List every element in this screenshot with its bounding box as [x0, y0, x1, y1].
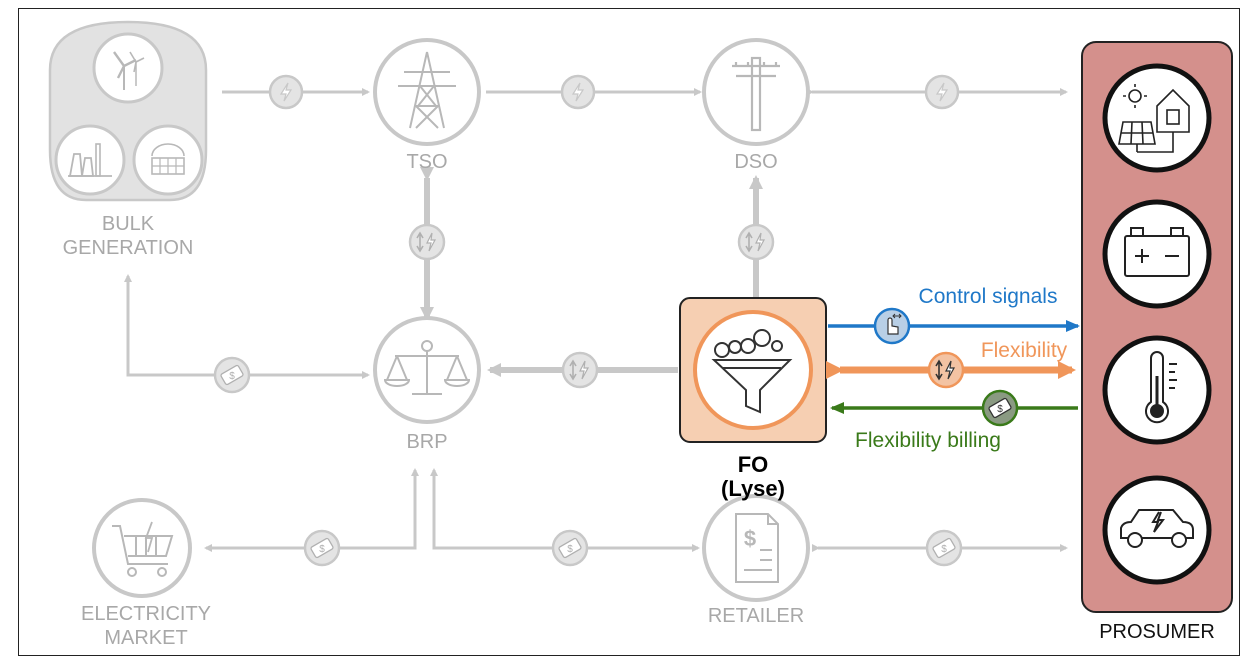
- brp-node: BRP: [373, 316, 481, 453]
- tso-label: TSO: [406, 151, 447, 173]
- balance-scale-icon: [383, 340, 471, 395]
- brp-label: BRP: [406, 431, 447, 453]
- solar-panel-icon: [132, 124, 204, 196]
- solar-house-icon: [1102, 63, 1212, 173]
- funnel-icon: [711, 329, 793, 414]
- flexibility-flow: Flexibility: [826, 339, 1076, 389]
- electricity-market-label-line1: ELECTRICITY: [81, 603, 211, 625]
- svg-text:$: $: [941, 544, 947, 555]
- hand-pointer-icon: [873, 307, 911, 345]
- svg-text:$: $: [319, 544, 325, 555]
- flexibility-icon: [927, 351, 965, 389]
- prosumer-label: PROSUMER: [1099, 621, 1215, 643]
- wind-turbine-icon: [92, 32, 164, 104]
- flexibility-icon: [408, 223, 446, 261]
- transmission-tower-icon: [398, 51, 456, 129]
- bulk-generation-label-line2: GENERATION: [63, 237, 194, 259]
- inactive-flows: [124, 88, 1068, 552]
- lightning-icon: [924, 74, 960, 110]
- battery-icon: [1102, 199, 1212, 309]
- svg-text:$: $: [567, 544, 573, 555]
- svg-text:$: $: [744, 526, 756, 551]
- inactive-badges: $ $ $ $: [213, 74, 963, 567]
- electric-car-icon: [1102, 475, 1212, 585]
- fo-node: FO (Lyse): [679, 297, 827, 501]
- electricity-market-label-line2: MARKET: [104, 627, 187, 649]
- money-icon: $: [213, 356, 251, 394]
- retailer-label: RETAILER: [708, 605, 804, 627]
- electricity-market-node: ELECTRICITY MARKET: [81, 498, 211, 649]
- svg-text:$: $: [229, 371, 235, 382]
- dso-label: DSO: [734, 151, 777, 173]
- lightning-icon: [268, 74, 304, 110]
- money-icon: $: [925, 529, 963, 567]
- fo-label-line1: FO: [738, 452, 769, 477]
- utility-pole-icon: [732, 56, 780, 132]
- invoice-icon: [735, 513, 779, 583]
- flexibility-icon: [737, 223, 775, 261]
- tso-node: TSO: [373, 38, 481, 173]
- diagram-frame: [18, 8, 1240, 656]
- money-icon: $: [551, 529, 589, 567]
- flexibility-icon: [561, 351, 599, 389]
- flexibility-label: Flexibility: [981, 339, 1068, 362]
- retailer-node: $ RETAILER: [702, 494, 810, 627]
- bulk-generation-label-line1: BULK: [102, 213, 155, 235]
- flexibility-billing-label: Flexibility billing: [855, 429, 1001, 452]
- power-plant-icon: [54, 124, 126, 196]
- svg-text:$: $: [997, 404, 1003, 415]
- fo-label-line2: (Lyse): [721, 476, 785, 501]
- bulk-generation-node: BULK GENERATION: [48, 20, 208, 259]
- money-icon: $: [303, 529, 341, 567]
- money-icon: $: [981, 389, 1019, 427]
- thermometer-icon: [1102, 335, 1212, 445]
- flexibility-billing-flow: $ Flexibility billing: [830, 389, 1078, 452]
- prosumer-node: PROSUMER: [1081, 41, 1233, 643]
- shopping-cart-icon: [112, 521, 174, 577]
- dso-node: DSO: [702, 38, 810, 173]
- flow-brp-to-bulk: [124, 274, 368, 377]
- control-signals-flow: Control signals: [828, 285, 1080, 345]
- lightning-icon: [560, 74, 596, 110]
- control-signals-label: Control signals: [919, 285, 1058, 308]
